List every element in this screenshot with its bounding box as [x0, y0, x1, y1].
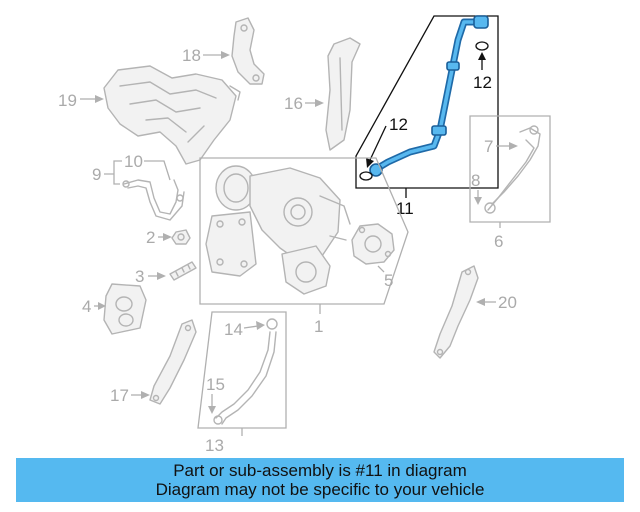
callout-7: 7	[484, 137, 493, 156]
banner-line-1: Part or sub-assembly is #11 in diagram	[173, 461, 467, 480]
parts-diagram: 19 18 16 12 12 11	[58, 15, 551, 455]
callout-5: 5	[384, 271, 393, 290]
part-17-bracket[interactable]	[149, 319, 197, 405]
part-10-hose[interactable]	[122, 179, 185, 221]
part-4-gasket[interactable]	[103, 283, 147, 335]
callout-12-top: 12	[473, 73, 492, 92]
callout-13: 13	[205, 436, 224, 455]
part-6-hose[interactable]	[484, 125, 541, 214]
part-19-exhaust-manifold[interactable]	[103, 65, 241, 165]
banner-line-2: Diagram may not be specific to your vehi…	[155, 480, 485, 499]
callout-10: 10	[124, 152, 143, 171]
callout-4: 4	[82, 297, 91, 316]
part-20-bracket[interactable]	[433, 265, 479, 359]
callout-9: 9	[92, 165, 101, 184]
part-12-o-ring-bottom[interactable]	[359, 171, 373, 181]
part-6-group-box	[469, 115, 551, 223]
callout-12-bottom: 12	[389, 115, 408, 134]
callout-3: 3	[135, 267, 144, 286]
part-12-o-ring-top[interactable]	[475, 41, 489, 51]
part-13-oil-return-line[interactable]	[213, 318, 278, 425]
callout-16: 16	[284, 94, 303, 113]
part-11-oil-feed-line[interactable]	[369, 15, 489, 177]
callout-6: 6	[494, 232, 503, 251]
callout-11: 11	[396, 199, 414, 218]
callout-15: 15	[206, 375, 225, 394]
part-16-gasket[interactable]	[325, 37, 361, 151]
part-13-group-box	[197, 311, 287, 429]
part-1-turbocharger[interactable]	[205, 165, 351, 295]
part-5-flange[interactable]	[351, 223, 395, 265]
info-banner: Part or sub-assembly is #11 in diagram D…	[16, 458, 624, 502]
callout-18: 18	[182, 46, 201, 65]
part-1-group-box	[199, 157, 409, 305]
callout-17: 17	[110, 386, 129, 405]
callout-1: 1	[314, 317, 323, 336]
callout-14: 14	[224, 320, 243, 339]
part-18-bracket[interactable]	[231, 17, 265, 85]
part-3-stud[interactable]	[169, 261, 197, 281]
callout-19: 19	[58, 91, 77, 110]
callout-2: 2	[146, 228, 155, 247]
callout-20: 20	[498, 293, 517, 312]
callout-8: 8	[471, 171, 480, 190]
part-2-nut[interactable]	[171, 229, 191, 245]
